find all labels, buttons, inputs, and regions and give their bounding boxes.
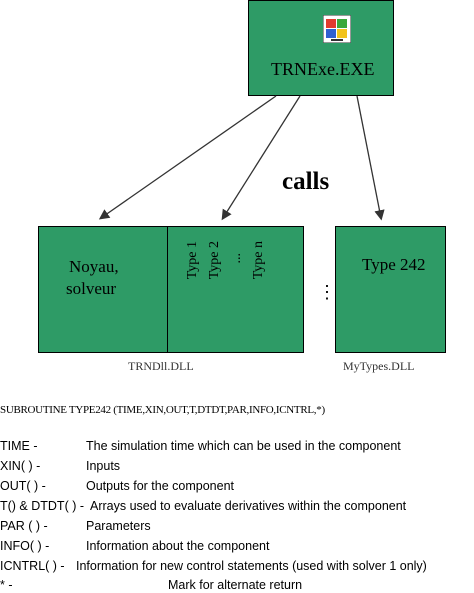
subroutine-signature: SUBROUTINE TYPE242 (TIME,XIN,OUT,T,DTDT,… — [0, 404, 325, 416]
trndll-box: Noyau, solveur Type 1 Type 2 ... Type n — [38, 226, 304, 353]
windows-logo-icon — [322, 14, 352, 44]
noyau-label-line1: Noyau, — [69, 257, 119, 276]
param-name-par: PAR ( ) - — [0, 519, 48, 533]
noyau-label-line2: solveur — [66, 279, 117, 298]
param-name-info: INFO( ) - — [0, 539, 50, 553]
param-name-out: OUT( ) - — [0, 479, 46, 493]
param-desc-icntrl: Information for new control statements (… — [76, 559, 427, 573]
type-2-label: Type 2 — [207, 241, 222, 280]
param-name-icntrl: ICNTRL( ) - — [0, 559, 65, 573]
exe-label: TRNExe.EXE — [271, 59, 375, 79]
dll-ellipsis: ⋮ — [318, 282, 336, 302]
type-n-label: Type n — [251, 241, 266, 280]
param-desc-time: The simulation time which can be used in… — [86, 439, 401, 453]
arrow-to-mytypes — [356, 95, 385, 221]
trnexe-box: TRNExe.EXE — [248, 0, 394, 96]
param-desc-xin: Inputs — [86, 459, 121, 473]
mytypes-caption: MyTypes.DLL — [343, 359, 415, 373]
type242-label: Type 242 — [362, 255, 426, 274]
mytypes-box: Type 242 — [335, 226, 446, 353]
param-name-time: TIME - — [0, 439, 38, 453]
param-desc-t-dtdt: Arrays used to evaluate derivatives with… — [90, 499, 407, 513]
param-name-xin: XIN( ) - — [0, 459, 41, 473]
type-1-label: Type 1 — [185, 241, 200, 280]
param-name-t-dtdt: T() & DTDT( ) - — [0, 499, 85, 513]
param-desc-star: Mark for alternate return — [168, 578, 303, 592]
param-desc-out: Outputs for the component — [86, 479, 235, 493]
param-name-star: * - — [0, 578, 13, 592]
arrow-to-types — [221, 95, 301, 221]
calls-label: calls — [282, 168, 330, 195]
arrow-to-trndll — [98, 95, 277, 220]
type-dots-label: ... — [229, 253, 244, 264]
param-desc-info: Information about the component — [86, 539, 270, 553]
trndll-caption: TRNDll.DLL — [128, 359, 194, 373]
trndll-divider — [167, 227, 168, 352]
param-desc-par: Parameters — [86, 519, 151, 533]
